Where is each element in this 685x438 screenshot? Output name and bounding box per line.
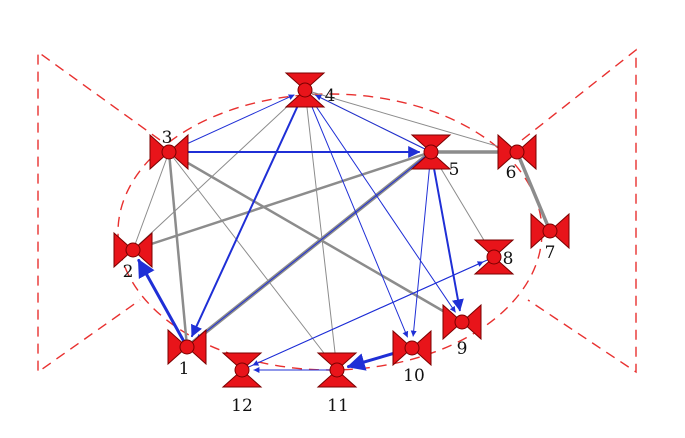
edge-2-to-4 [132,89,306,251]
node-10[interactable]: 10 [392,329,432,386]
node-2[interactable]: 2 [113,231,153,282]
node-3[interactable]: 3 [149,128,189,171]
node-6[interactable]: 6 [497,133,537,183]
node-1[interactable]: 1 [167,328,207,379]
node-2-label: 2 [123,262,134,282]
edge-3-to-4 [168,94,295,153]
edge-2-to-5 [131,150,433,252]
node-11[interactable]: 11 [316,352,358,416]
node-11-center-dot [329,362,345,378]
node-7-center-dot [542,223,558,239]
node-12-label: 12 [231,396,253,416]
edge-3-to-11 [168,151,338,371]
node-3-label: 3 [162,128,173,148]
left-boundary-fan [37,50,161,374]
edge-6-to-7 [515,150,552,233]
boundary-shapes [37,48,637,374]
node-9-label: 9 [457,339,468,359]
node-4-center-dot [297,82,313,98]
edge-3-to-1 [167,150,189,349]
edge-4-to-1 [191,89,306,338]
node-11-label: 11 [327,396,349,416]
edge-1-to-2 [137,258,189,349]
node-7-label: 7 [545,243,556,263]
node-4-label: 4 [325,86,336,106]
edge-3-to-2 [132,151,170,251]
edges-layer [131,89,552,373]
node-9-center-dot [454,314,470,330]
node-7[interactable]: 7 [530,212,570,263]
node-8[interactable]: 8 [473,239,515,275]
edge-4-to-9 [304,89,456,313]
node-12-center-dot [234,362,250,378]
node-5-center-dot [423,144,439,160]
node-9[interactable]: 9 [442,303,482,359]
edge-8-to-12 [252,256,495,366]
edge-4-to-10 [304,89,409,338]
node-5-label: 5 [449,160,460,180]
node-5[interactable]: 5 [410,134,460,180]
node-10-label: 10 [403,366,425,386]
edge-4-to-6 [304,89,518,153]
node-2-center-dot [125,242,141,258]
edge-5-to-1 [195,151,432,341]
node-8-center-dot [486,249,502,265]
node-8-label: 8 [503,249,514,269]
right-boundary-fan [521,48,637,374]
node-4[interactable]: 4 [284,72,336,108]
edge-5-to-9 [430,151,464,312]
node-12[interactable]: 12 [221,352,263,416]
node-1-label: 1 [179,359,190,379]
node-6-center-dot [509,144,525,160]
edge-5-to-4 [315,94,432,153]
node-10-center-dot [404,340,420,356]
node-3-center-dot [161,144,177,160]
edge-5-to-10 [410,151,432,337]
edge-4-to-11 [304,89,338,371]
node-6-label: 6 [506,163,517,183]
node-1-center-dot [179,339,195,355]
